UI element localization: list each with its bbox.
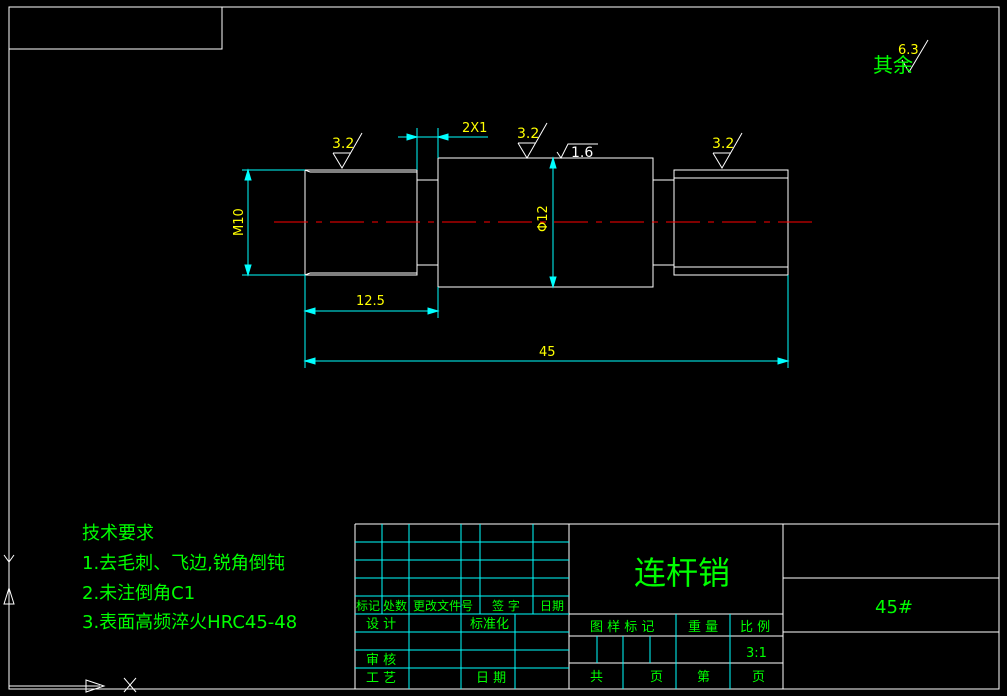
label-page2: 页 [752,670,765,685]
header-count: 处数 [383,598,407,613]
part-name: 连杆销 [634,554,730,592]
label-review: 审 核 [366,653,396,668]
label-date: 日 期 [476,671,506,686]
thread-dimension: M10 [232,208,247,236]
roughness-other-label: 其余 [873,53,913,77]
label-process: 工 艺 [366,671,396,686]
roughness-left-value: 3.2 [332,136,354,152]
label-scale: 比 例 [740,620,770,635]
header-sign: 签 字 [492,598,520,613]
length-dimension-left: 12.5 [356,294,385,309]
dimension-labels: 2X1 12.5 45 M10 Φ12 [232,121,556,360]
tech-requirements: 技术要求 1.去毛刺、飞边,锐角倒钝 2.未注倒角C1 3.表面高频淬火HRC4… [82,523,297,633]
label-standardize: 标准化 [470,617,509,632]
scale-value: 3:1 [746,646,767,661]
title-block-grid [355,524,731,689]
header-mark: 标记 [356,599,380,613]
label-total: 共 [590,670,603,685]
roughness-symbols [332,39,929,169]
label-design: 设 计 [366,617,396,632]
label-sheet: 第 [697,670,710,685]
ucs-icon [3,554,137,693]
material: 45# [875,597,913,618]
header-date: 日期 [540,599,564,613]
tech-item-3: 3.表面高频淬火HRC45-48 [82,612,297,633]
roughness-fine-value: 1.6 [571,145,593,161]
groove-dimension: 2X1 [462,121,487,136]
roughness-labels: 3.2 3.2 3.2 6.3 [332,43,919,152]
label-drawing-mark: 图 样 标 记 [590,620,654,635]
drawing-frame [8,6,1000,690]
dimension-lines [242,128,790,368]
diameter-dimension: Φ12 [536,205,551,232]
tech-item-1: 1.去毛刺、飞边,锐角倒钝 [82,553,285,574]
length-dimension-total: 45 [539,345,556,360]
roughness-middle-value: 3.2 [517,126,539,142]
roughness-other-value: 6.3 [898,43,919,58]
tech-item-2: 2.未注倒角C1 [82,583,195,604]
title-block-text: 连杆销 45# 标记 处数 更改文件号 签 字 日期 设 计 标准化 审 核 工… [356,554,913,686]
label-page: 页 [650,670,663,685]
label-weight: 重 量 [688,619,718,635]
tech-title: 技术要求 [82,523,154,544]
header-change: 更改文件号 [413,598,473,613]
roughness-right-value: 3.2 [712,136,734,152]
